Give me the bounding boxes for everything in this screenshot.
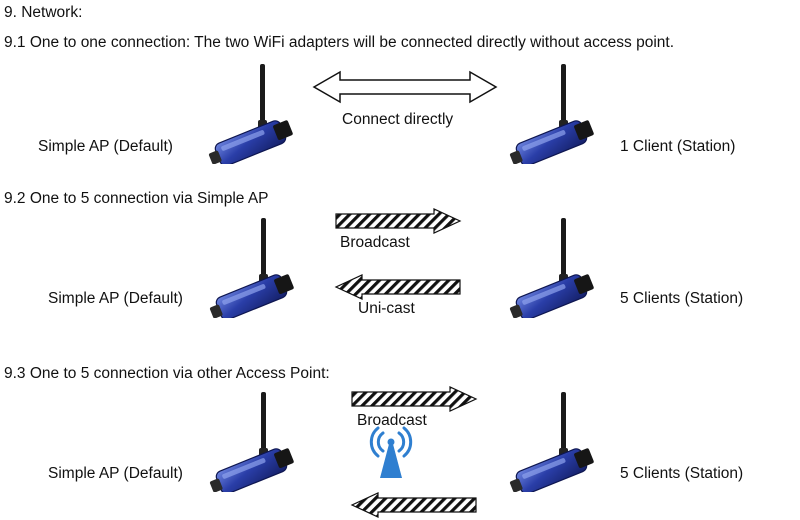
broadcast-arrow-right (335, 208, 462, 234)
section-heading: 9. Network: (4, 4, 83, 21)
arrow-label-connect-directly: Connect directly (342, 111, 454, 128)
right-device-label: 5 Clients (Station) (620, 465, 744, 482)
arrow-label-broadcast: Broadcast (340, 234, 410, 251)
broadcast-arrow-right (351, 386, 478, 412)
right-device-label: 5 Clients (Station) (620, 290, 744, 307)
arrow-label-unicast: Uni-cast (358, 300, 415, 317)
unicast-arrow-left (350, 492, 477, 518)
left-device-label: Simple AP (Default) (48, 465, 183, 482)
wireless-access-point-icon (369, 426, 413, 478)
usb-wifi-adapter-icon (507, 64, 603, 164)
usb-wifi-adapter-icon (206, 64, 302, 164)
usb-wifi-adapter-icon (507, 392, 603, 492)
left-device-label: Simple AP (Default) (48, 290, 183, 307)
section-title-9-2: 9.2 One to 5 connection via Simple AP (4, 190, 269, 207)
usb-wifi-adapter-icon (207, 392, 303, 492)
section-title-9-1: 9.1 One to one connection: The two WiFi … (4, 34, 675, 51)
left-device-label: Simple AP (Default) (38, 138, 173, 155)
usb-wifi-adapter-icon (507, 218, 603, 318)
double-headed-arrow (312, 70, 498, 104)
unicast-arrow-left (334, 274, 461, 300)
usb-wifi-adapter-icon (207, 218, 303, 318)
section-title-9-3: 9.3 One to 5 connection via other Access… (4, 365, 330, 382)
right-device-label: 1 Client (Station) (620, 138, 736, 155)
arrow-label-broadcast: Broadcast (357, 412, 427, 429)
